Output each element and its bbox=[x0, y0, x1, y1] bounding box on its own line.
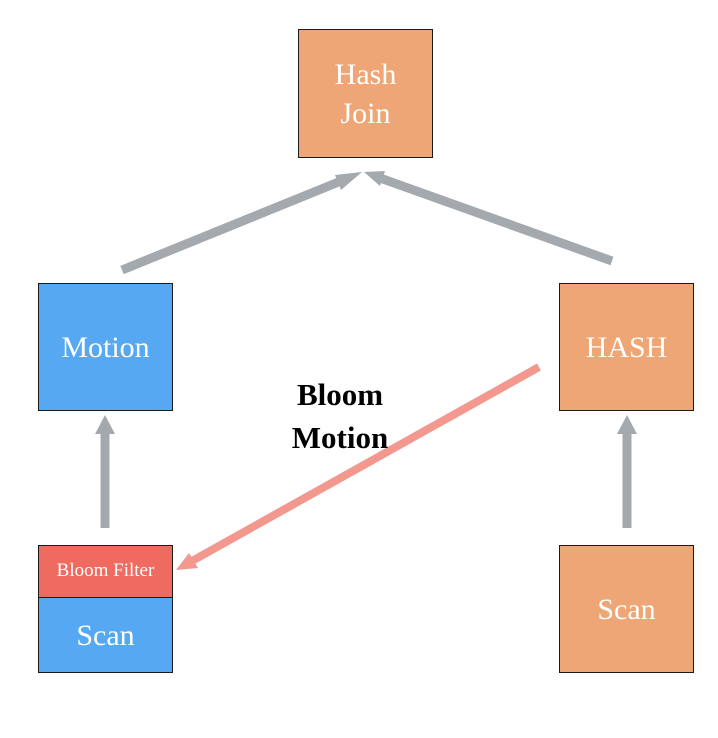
motion-node: Motion bbox=[38, 283, 173, 411]
scan-right-node: Scan bbox=[559, 545, 694, 673]
motion-label: Motion bbox=[61, 330, 150, 364]
arrow-motion-to-hash-join bbox=[120, 174, 348, 275]
arrow-hash-to-bloom-filter bbox=[190, 363, 541, 565]
bloom-filter-label: Bloom Filter bbox=[56, 560, 155, 582]
hash-node: HASH bbox=[559, 283, 694, 411]
arrow-head-scan-to-hash bbox=[617, 415, 637, 434]
scan-left-label: Scan bbox=[76, 618, 135, 652]
arrow-head-hash-to-hash-join bbox=[364, 171, 385, 186]
arrow-head-motion-to-hash-join bbox=[335, 172, 362, 190]
bloom-filter-node: Bloom Filter bbox=[38, 545, 173, 597]
arrow-head-scan-to-motion bbox=[95, 415, 115, 434]
bloom-motion-label: Bloom Motion bbox=[291, 377, 389, 455]
hash-join-node: Hash Join bbox=[298, 29, 433, 158]
scan-left-node: Scan bbox=[38, 597, 173, 673]
arrow-head-hash-to-bloom-filter bbox=[176, 553, 198, 570]
hash-label: HASH bbox=[585, 330, 668, 364]
arrow-hash-to-hash-join bbox=[378, 173, 614, 266]
hash-join-label: Hash Join bbox=[334, 57, 397, 130]
scan-right-label: Scan bbox=[597, 592, 656, 626]
